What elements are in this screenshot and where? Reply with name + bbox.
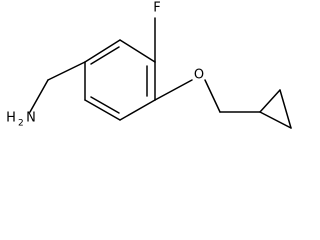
molecule-drawing: F O H 2 N bbox=[6, 1, 292, 129]
amine-subscript-label: 2 bbox=[18, 119, 24, 129]
structure-canvas: F O H 2 N bbox=[6, 0, 292, 129]
benzene-ring bbox=[84, 39, 156, 121]
ring-bond-top-left bbox=[84, 39, 121, 63]
ring-bond-bottom-left bbox=[84, 99, 121, 121]
amine-h-label: H bbox=[6, 111, 16, 126]
fluorine-label: F bbox=[153, 1, 160, 16]
ring-bond-top-right bbox=[119, 39, 156, 63]
cyclopropylmethoxy-group: O bbox=[154, 68, 292, 129]
aminomethyl-group: H 2 N bbox=[6, 61, 86, 129]
fluorine-substituent: F bbox=[153, 1, 161, 63]
o-ch2-bond bbox=[204, 79, 221, 113]
cyclopropane-bond-left-top bbox=[259, 89, 281, 113]
amine-n-label: N bbox=[26, 111, 36, 126]
oxygen-label: O bbox=[194, 68, 204, 83]
ring-double-bond-lower-left bbox=[90, 96, 120, 114]
ch2-n-bond bbox=[29, 79, 49, 113]
ring-ch2-bond bbox=[47, 61, 86, 81]
ring-bond-bottom-right bbox=[119, 99, 156, 121]
ring-double-bond-upper-left bbox=[90, 46, 120, 65]
cyclopropane-bond-top-bottom bbox=[279, 89, 292, 129]
cyclopropane-bond-bottom-left bbox=[259, 111, 292, 129]
c-o-bond bbox=[154, 79, 193, 101]
